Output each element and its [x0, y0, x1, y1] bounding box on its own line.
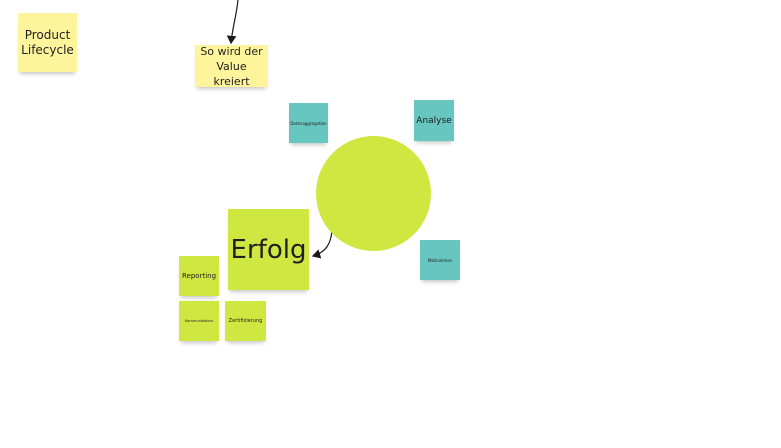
- sticky-note-text: Maßnahmen: [427, 257, 453, 263]
- sticky-note-product-lifecycle[interactable]: Product Lifecycle: [18, 13, 77, 72]
- sticky-note-zertifizierung[interactable]: Zertifizierung: [225, 301, 266, 341]
- sticky-note-datenaggregation[interactable]: Datenaggregation: [289, 103, 328, 143]
- sticky-note-reporting[interactable]: Reporting: [179, 256, 219, 296]
- sticky-note-text: Erfolg: [230, 234, 307, 265]
- sticky-note-kommunikation[interactable]: Kommunikation: [179, 301, 219, 341]
- sticky-note-text: Product Lifecycle: [21, 27, 74, 57]
- sticky-note-text: So wird der Value kreiert: [200, 44, 263, 88]
- connector-arrow-to-erfolg[interactable]: [311, 229, 333, 259]
- sticky-note-analyse[interactable]: Analyse: [414, 100, 454, 141]
- sticky-note-text: Reporting: [181, 272, 217, 280]
- sticky-note-massnahmen[interactable]: Maßnahmen: [420, 240, 460, 280]
- connector-arrow-to-value[interactable]: [226, 0, 239, 45]
- sticky-note-text: Datenaggregation: [290, 120, 327, 126]
- sticky-note-text: Kommunikation: [184, 319, 214, 323]
- sticky-note-erfolg[interactable]: Erfolg: [228, 209, 309, 290]
- sticky-note-value[interactable]: So wird der Value kreiert: [195, 44, 268, 88]
- sticky-note-text: Zertifizierung: [228, 318, 263, 324]
- sticky-note-text: Analyse: [416, 115, 452, 126]
- center-circle[interactable]: [316, 136, 431, 251]
